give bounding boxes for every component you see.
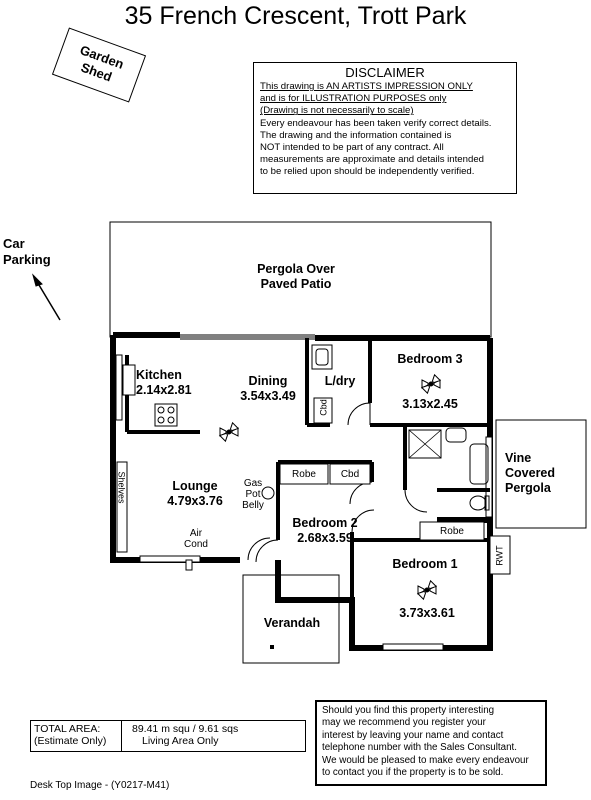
disclaimer-line: measurements are approximate and details… (260, 154, 484, 166)
kitchen-label: Kitchen 2.14x2.81 (136, 368, 216, 398)
lounge-label: Lounge 4.79x3.76 (150, 479, 240, 509)
kitchen-name: Kitchen (136, 368, 182, 382)
total-area-label-line1: TOTAL AREA: (34, 723, 101, 735)
disclaimer-line: Every endeavour has been taken verify co… (260, 117, 492, 129)
pergola-outline (109, 221, 492, 338)
disclaimer-line: NOT intended to be part of any contract.… (260, 142, 444, 154)
page-title: 35 French Crescent, Trott Park (124, 2, 467, 30)
pergola-label-line1: Pergola Over (257, 262, 335, 276)
bedroom3-size: 3.13x2.45 (402, 397, 458, 411)
car-parking-label: Car Parking (3, 236, 51, 268)
car-parking-line1: Car (3, 236, 25, 251)
kitchen-size: 2.14x2.81 (136, 383, 192, 397)
robe2-label: Robe (440, 526, 464, 537)
disclaimer-line: and is for ILLUSTRATION PURPOSES only (260, 93, 447, 105)
robe-label: Robe (292, 469, 316, 480)
dining-size: 3.54x3.49 (240, 389, 296, 403)
total-area-value-line1: 89.41 m squ / 9.61 sqs (132, 723, 239, 735)
ceiling-fan-icon (218, 373, 442, 601)
bedroom2-name: Bedroom 2 (292, 516, 358, 530)
vine-line1: Vine (505, 451, 532, 465)
air-cond-label: Air Cond (178, 528, 214, 550)
disclaimer-line: The drawing and the information containe… (260, 129, 452, 141)
pot-line: Pot (245, 489, 261, 500)
vine-line3: Pergola (505, 481, 551, 495)
laundry-label: L/dry (324, 374, 356, 388)
contact-line: interest by leaving your name and contac… (322, 729, 504, 741)
verandah-outline (242, 574, 340, 664)
total-area-value: 89.41 m squ / 9.61 sqs Living Area Only (122, 721, 248, 751)
vine-line2: Covered (505, 466, 556, 480)
cond-line: Cond (184, 539, 208, 550)
lounge-size: 4.79x3.76 (167, 494, 223, 508)
car-parking-arrow-icon (32, 273, 61, 321)
disclaimer-line: to be relied upon should be independentl… (260, 166, 475, 178)
bedroom1-name: Bedroom 1 (392, 557, 458, 571)
bedroom1-size: 3.73x3.61 (399, 606, 455, 620)
disclaimer-box: DISCLAIMER This drawing is AN ARTISTS IM… (253, 62, 517, 194)
gas-pot-belly-label: Gas Pot Belly (240, 478, 266, 511)
bedroom2-label: Bedroom 2 2.68x3.59 (280, 516, 370, 546)
bedroom2-size: 2.68x3.59 (297, 531, 353, 545)
contact-box: Should you find this property interestin… (315, 700, 547, 786)
disclaimer-line: This drawing is AN ARTISTS IMPRESSION ON… (260, 81, 473, 92)
contact-line: may we recommend you register your (322, 717, 486, 729)
footer-text: Desk Top Image - (Y0217-M41) (30, 780, 170, 791)
rwt-label: RWT (494, 545, 505, 566)
gas-line: Gas (243, 478, 263, 489)
laundry-cbd-label: Cbd (318, 399, 329, 416)
dining-label: Dining 3.54x3.49 (228, 374, 308, 404)
air-line: Air (189, 528, 203, 539)
bedroom3-label: Bedroom 3 (380, 352, 480, 367)
pergola-label: Pergola Over Paved Patio (236, 262, 356, 292)
contact-line: We would be pleased to make every endeav… (322, 754, 529, 766)
dining-name: Dining (248, 374, 288, 388)
vine-pergola-label: Vine Covered Pergola (505, 451, 579, 496)
vine-pergola-outline (495, 419, 587, 529)
contact-line: Should you find this property interestin… (322, 705, 495, 716)
bedroom3-name: Bedroom 3 (397, 352, 463, 366)
pergola-label-line2: Paved Patio (260, 277, 332, 291)
shelves-label: Shelves (116, 471, 127, 504)
total-area-value-line2: Living Area Only (142, 735, 219, 747)
car-parking-line2: Parking (3, 252, 51, 267)
contact-line: telephone number with the Sales Consulta… (322, 742, 517, 754)
belly-line: Belly (242, 500, 264, 511)
verandah-label: Verandah (263, 616, 321, 630)
total-area-label-line2: (Estimate Only) (34, 735, 107, 747)
cbd-label: Cbd (340, 469, 360, 480)
lounge-name: Lounge (172, 479, 218, 493)
total-area-label: TOTAL AREA: (Estimate Only) (31, 721, 122, 751)
contact-line: to contact you if the property is to be … (322, 767, 504, 779)
disclaimer-heading: DISCLAIMER (345, 65, 425, 80)
total-area-box: TOTAL AREA: (Estimate Only) 89.41 m squ … (30, 720, 306, 752)
disclaimer-line: (Drawing is not necessarily to scale) (260, 105, 414, 117)
